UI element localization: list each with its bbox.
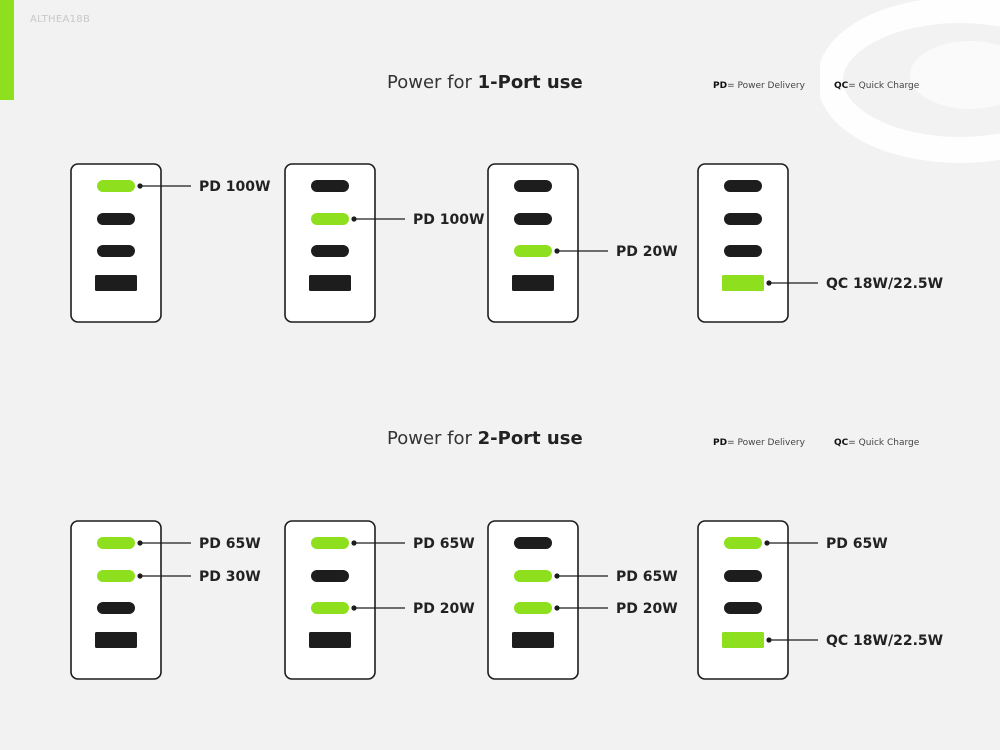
usb-a-port-active bbox=[722, 275, 764, 291]
charger-body bbox=[487, 520, 579, 680]
legend-qc-abbr: QC bbox=[834, 438, 849, 448]
charger-device: PD 65W PD 20W bbox=[284, 520, 475, 680]
legend-pd-abbr: PD bbox=[713, 81, 728, 91]
title-prefix: Power for bbox=[387, 72, 478, 93]
usb-c-port-1 bbox=[514, 537, 552, 549]
usb-c-port-1-active bbox=[311, 537, 349, 549]
legend-qc: QC= Quick Charge bbox=[834, 81, 919, 91]
usb-c-port-1 bbox=[514, 180, 552, 192]
legend-qc: QC= Quick Charge bbox=[834, 438, 919, 448]
usb-c-port-2-active bbox=[311, 213, 349, 225]
usb-c-port-3 bbox=[97, 602, 135, 614]
usb-c-port-1-active bbox=[97, 180, 135, 192]
devices-panel: PD 100W PD 100W PD 20W QC 18W/22.5W bbox=[0, 155, 1000, 335]
logo-watermark-icon bbox=[820, 0, 1000, 163]
usb-c-port-2 bbox=[97, 213, 135, 225]
charger-device: PD 100W bbox=[70, 163, 270, 323]
charger-device: PD 65W PD 20W bbox=[487, 520, 678, 680]
usb-c-port-1-active bbox=[97, 537, 135, 549]
usb-a-port bbox=[309, 275, 351, 291]
usb-a-port-active bbox=[722, 632, 764, 648]
charger-body bbox=[70, 163, 162, 323]
port-power-label: PD 100W bbox=[199, 179, 270, 195]
port-power-label: QC 18W/22.5W bbox=[826, 633, 943, 649]
usb-c-port-1 bbox=[724, 180, 762, 192]
usb-c-port-3 bbox=[311, 245, 349, 257]
section-2-port: Power for 2-Port use PD= Power Delivery … bbox=[0, 375, 1000, 750]
usb-a-port bbox=[95, 275, 137, 291]
port-power-label: PD 20W bbox=[413, 601, 475, 617]
usb-a-port bbox=[95, 632, 137, 648]
usb-c-port-3-active bbox=[311, 602, 349, 614]
charger-body bbox=[697, 163, 789, 323]
brand-label: ALTHEA18B bbox=[30, 14, 91, 25]
charger-body bbox=[284, 520, 376, 680]
charger-device: PD 20W bbox=[487, 163, 678, 323]
usb-c-port-2 bbox=[724, 213, 762, 225]
port-power-label: PD 65W bbox=[616, 569, 678, 585]
usb-c-port-1 bbox=[311, 180, 349, 192]
legend-qc-text: = Quick Charge bbox=[848, 438, 920, 448]
devices-diagram: PD 100W PD 100W PD 20W QC 18W/22.5W bbox=[70, 163, 943, 323]
section-title: Power for 1-Port use bbox=[387, 72, 583, 93]
port-power-label: QC 18W/22.5W bbox=[826, 276, 943, 292]
port-power-label: PD 100W bbox=[413, 212, 484, 228]
title-prefix: Power for bbox=[387, 428, 478, 449]
usb-a-port bbox=[309, 632, 351, 648]
port-power-label: PD 20W bbox=[616, 601, 678, 617]
usb-c-port-3 bbox=[97, 245, 135, 257]
charger-body bbox=[70, 520, 162, 680]
charger-body bbox=[487, 163, 579, 323]
charger-body bbox=[697, 520, 789, 680]
port-power-label: PD 20W bbox=[616, 244, 678, 260]
charger-device: PD 100W bbox=[284, 163, 484, 323]
usb-c-port-3 bbox=[724, 602, 762, 614]
legend-pd-abbr: PD bbox=[713, 438, 728, 448]
usb-c-port-1-active bbox=[724, 537, 762, 549]
usb-c-port-3 bbox=[724, 245, 762, 257]
usb-a-port bbox=[512, 275, 554, 291]
legend-qc-text: = Quick Charge bbox=[848, 81, 920, 91]
legend-pd: PD= Power Delivery bbox=[713, 81, 805, 91]
legend-pd-text: = Power Delivery bbox=[727, 81, 805, 91]
usb-c-port-2 bbox=[311, 570, 349, 582]
section-title: Power for 2-Port use bbox=[387, 428, 583, 449]
legend-pd: PD= Power Delivery bbox=[713, 438, 805, 448]
usb-c-port-2-active bbox=[514, 570, 552, 582]
port-power-label: PD 65W bbox=[413, 536, 475, 552]
charger-device: PD 65W PD 30W bbox=[70, 520, 261, 680]
legend-pd-text: = Power Delivery bbox=[727, 438, 805, 448]
legend-qc-abbr: QC bbox=[834, 81, 849, 91]
usb-c-port-3-active bbox=[514, 245, 552, 257]
usb-c-port-2 bbox=[724, 570, 762, 582]
usb-c-port-2 bbox=[514, 213, 552, 225]
charger-body bbox=[284, 163, 376, 323]
section-1-port: ALTHEA18B Power for 1-Port use PD= Power… bbox=[0, 0, 1000, 335]
charger-device: PD 65W QC 18W/22.5W bbox=[697, 520, 943, 680]
usb-c-port-2-active bbox=[97, 570, 135, 582]
title-bold: 2-Port use bbox=[477, 428, 583, 449]
port-power-label: PD 65W bbox=[826, 536, 888, 552]
port-power-label: PD 30W bbox=[199, 569, 261, 585]
usb-c-port-3-active bbox=[514, 602, 552, 614]
title-bold: 1-Port use bbox=[477, 72, 583, 93]
charger-device: QC 18W/22.5W bbox=[697, 163, 943, 323]
usb-a-port bbox=[512, 632, 554, 648]
port-power-label: PD 65W bbox=[199, 536, 261, 552]
accent-bar bbox=[0, 0, 14, 100]
